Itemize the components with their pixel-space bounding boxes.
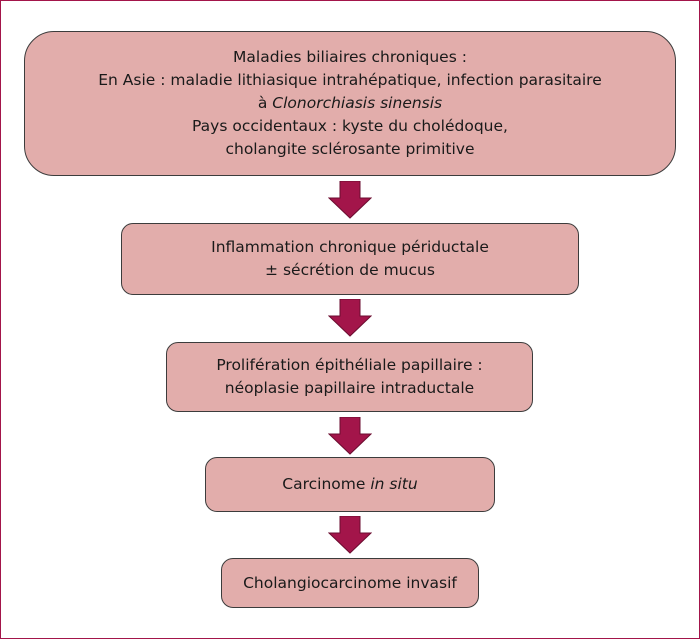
box-chronic-inflammation: Inflammation chronique périductale ± séc… [121, 223, 579, 295]
box1-line-title: Maladies biliaires chroniques : [233, 48, 467, 66]
box1-line-asia: En Asie : maladie lithiasique intrahépat… [98, 71, 602, 89]
box1-line-clonorchiasis: à Clonorchiasis sinensis [258, 92, 442, 115]
box-carcinoma-in-situ: Carcinome in situ [205, 457, 495, 512]
box5-line: Cholangiocarcinome invasif [243, 573, 457, 592]
box-chronic-biliary-diseases: Maladies biliaires chroniques : En Asie … [24, 31, 676, 176]
box3-line-1: Prolifération épithéliale papillaire : [216, 356, 483, 374]
box1-prefix-a: à [257, 94, 273, 112]
box1-line-western: Pays occidentaux : kyste du cholédoque, [192, 117, 508, 135]
box4-line: Carcinome in situ [282, 473, 417, 496]
clonorchiasis-italic: Clonorchiasis sinensis [272, 94, 443, 112]
down-arrow-3 [328, 417, 372, 455]
down-arrow-2 [328, 299, 372, 337]
box2-line-1: Inflammation chronique périductale [211, 238, 489, 256]
down-arrow-1 [328, 181, 372, 219]
box1-line-cholangitis: cholangite sclérosante primitive [225, 140, 475, 158]
down-arrow-4 [328, 516, 372, 554]
box2-line-2: ± sécrétion de mucus [265, 261, 435, 279]
box3-line-2: néoplasie papillaire intraductale [224, 379, 475, 397]
box-papillary-proliferation: Prolifération épithéliale papillaire : n… [166, 342, 533, 412]
box-invasive-cholangiocarcinoma: Cholangiocarcinome invasif [221, 558, 479, 608]
in-situ-italic: in situ [370, 475, 418, 493]
box4-prefix: Carcinome [282, 475, 371, 493]
